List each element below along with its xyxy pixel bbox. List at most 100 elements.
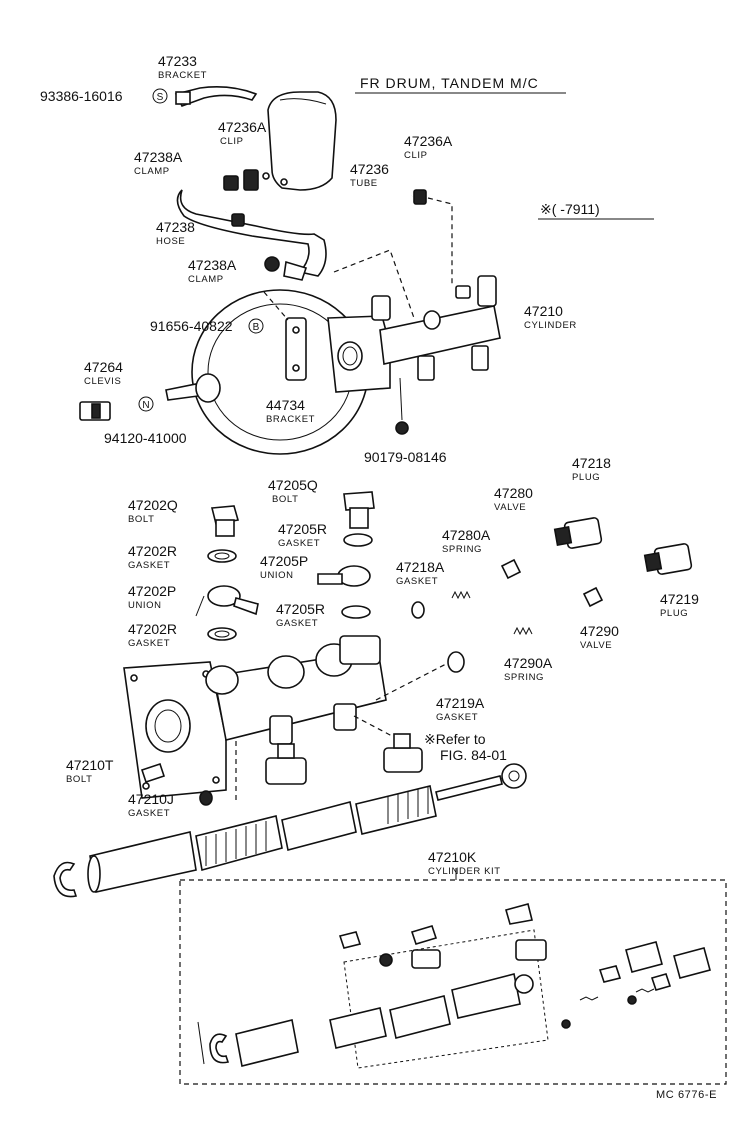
part-number: 47280A: [442, 527, 491, 543]
part-name: BOLT: [128, 514, 155, 525]
part-name: PLUG: [660, 608, 688, 619]
part-number: 44734: [266, 397, 305, 413]
part-name: GASKET: [128, 638, 170, 649]
clip-47236A-left: [243, 169, 288, 191]
kit-number: 47210K: [428, 849, 477, 865]
part-number: 90179-08146: [364, 449, 447, 465]
gasket-47210J: [199, 790, 213, 806]
part-number: 47236A: [404, 133, 453, 149]
spring-47290A: [513, 626, 533, 636]
part-number: 47238A: [134, 149, 183, 165]
gasket-47218A: [411, 601, 425, 619]
part-name: VALVE: [494, 502, 526, 513]
kit-name: CYLINDER KIT: [428, 866, 501, 877]
gasket-47202R-bottom: [207, 627, 237, 641]
reservoir: [267, 91, 337, 191]
clamp-47238A-lower: [264, 256, 308, 281]
part-name: VALVE: [580, 640, 612, 651]
part-number: 47202R: [128, 621, 177, 637]
date-note: ※( -7911): [538, 201, 654, 220]
gasket-47205R-bottom: [341, 605, 371, 619]
part-name: BOLT: [66, 774, 93, 785]
part-name: UNION: [128, 600, 162, 611]
bracket-47233: [174, 86, 258, 107]
part-number: 47205R: [278, 521, 327, 537]
piston-assembly: [53, 763, 527, 898]
part-name: BOLT: [272, 494, 299, 505]
part-name: GASKET: [436, 712, 478, 723]
part-name: CLAMP: [188, 274, 224, 285]
part-number: 47219: [660, 591, 699, 607]
part-name: BRACKET: [266, 414, 315, 425]
part-number: 47202Q: [128, 497, 178, 513]
title-text: FR DRUM, TANDEM M/C: [360, 75, 539, 91]
part-number: 47219A: [436, 695, 485, 711]
gasket-47205R-top: [343, 533, 373, 547]
refer-note-line2: FIG. 84-01: [440, 747, 507, 763]
part-name: CLEVIS: [84, 376, 121, 387]
part-name: UNION: [260, 570, 294, 581]
outlet-fittings: [265, 733, 423, 785]
clevis-47264: [79, 401, 111, 421]
symbol-circle: [152, 88, 168, 104]
part-number: 47238: [156, 219, 195, 235]
refer-note-line1: ※Refer to: [424, 731, 486, 747]
symbol-letter: N: [142, 400, 149, 411]
bolt-47205Q: [343, 491, 375, 529]
part-number: 47233: [158, 53, 197, 69]
part-name: CLAMP: [134, 166, 170, 177]
valve-47280: [500, 558, 522, 580]
symbol-circle: [138, 396, 154, 412]
symbol-letter: S: [157, 92, 164, 103]
part-number: 47236A: [218, 119, 267, 135]
part-number: 93386-16016: [40, 88, 123, 104]
part-number: 47290A: [504, 655, 553, 671]
part-number: 47290: [580, 623, 619, 639]
lower-leader-lines: [195, 595, 447, 800]
part-name: CLIP: [220, 136, 244, 147]
part-name: GASKET: [278, 538, 320, 549]
union-47202P: [207, 585, 259, 616]
gasket-47202R-top: [207, 549, 237, 563]
part-number: 47210: [524, 303, 563, 319]
part-number: 47205P: [260, 553, 308, 569]
part-name: HOSE: [156, 236, 185, 247]
part-name: CYLINDER: [524, 320, 577, 331]
valve-47290: [582, 586, 604, 608]
date-note-text: ※( -7911): [540, 201, 600, 217]
cylinder-kit-box: [179, 868, 727, 1085]
refer-note: ※Refer to FIG. 84-01: [424, 731, 507, 763]
symbol-circle: [248, 318, 264, 334]
bolt-47210T: [140, 762, 166, 784]
gasket-47219A: [447, 651, 465, 673]
part-name: BRACKET: [158, 70, 207, 81]
diagram-title: FR DRUM, TANDEM M/C: [355, 75, 566, 94]
callout-93386: 93386-16016 S: [40, 88, 168, 104]
part-number: 47205Q: [268, 477, 318, 493]
part-name: SPRING: [504, 672, 544, 683]
kit-label: 47210K CYLINDER KIT: [428, 849, 501, 877]
part-name: PLUG: [572, 472, 600, 483]
plug-47218: [553, 517, 603, 549]
part-number: 47202P: [128, 583, 176, 599]
